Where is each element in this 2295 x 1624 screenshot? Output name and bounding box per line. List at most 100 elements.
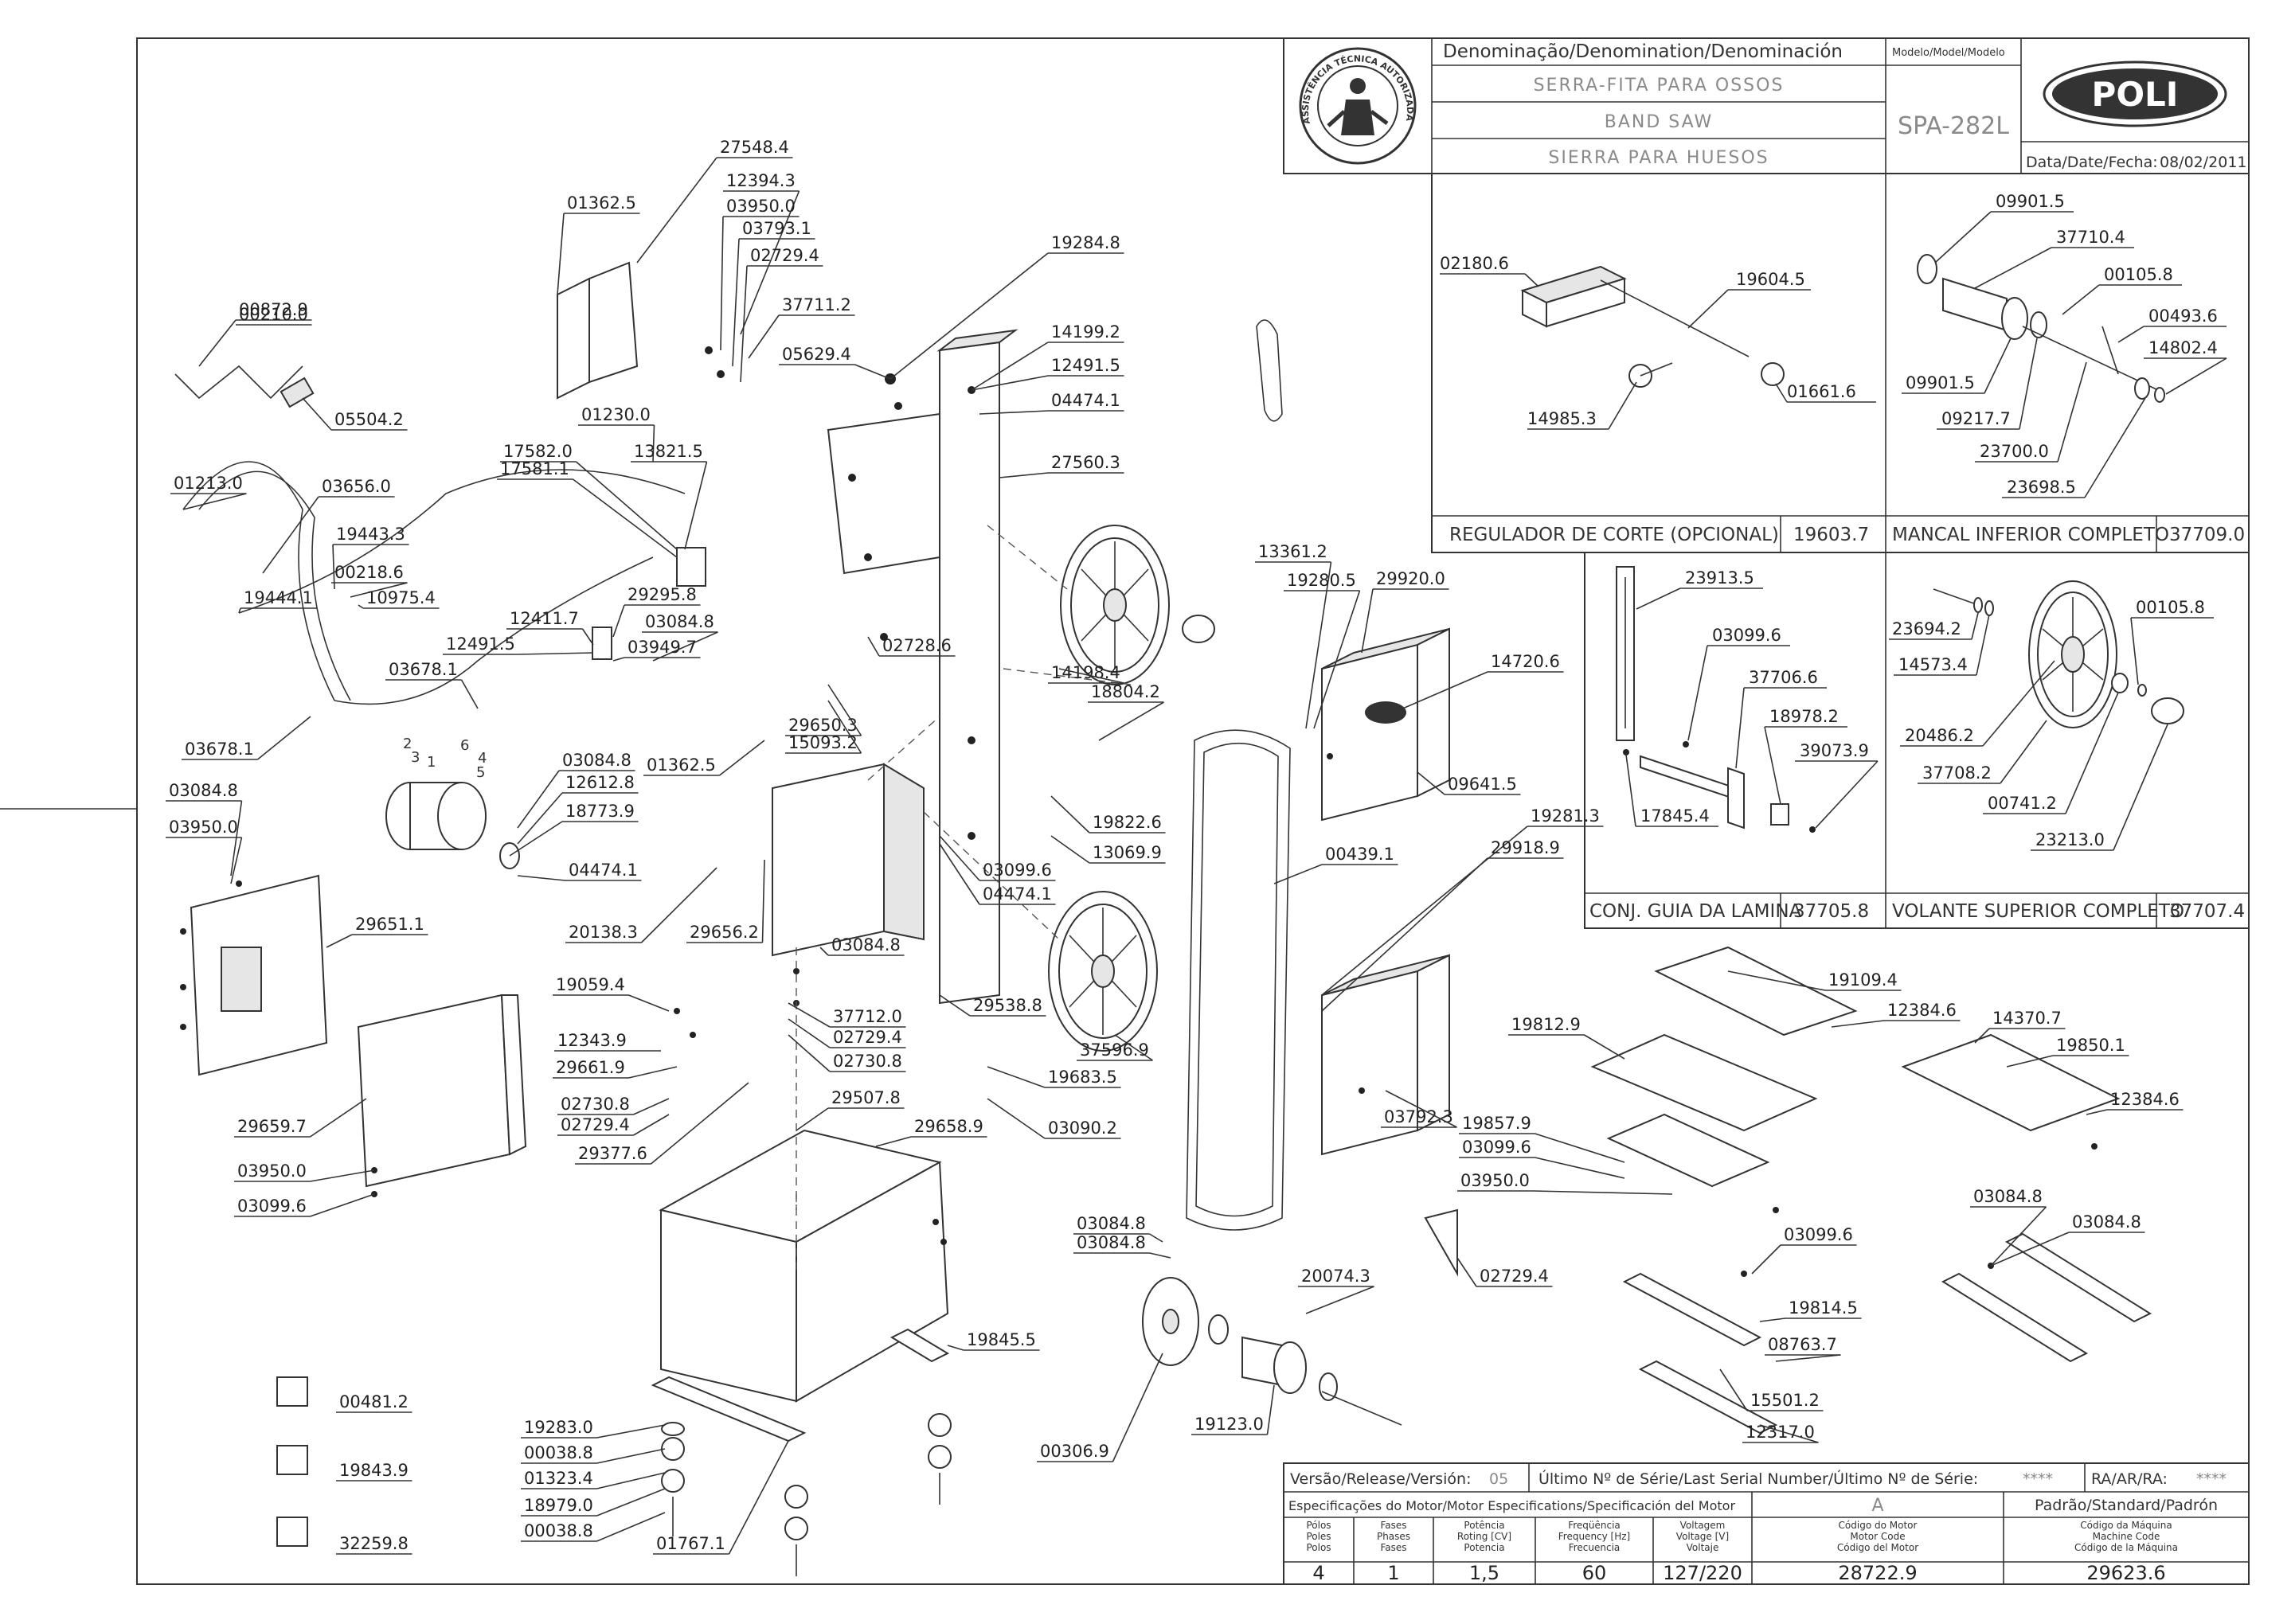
wire-number: 1 <box>427 754 436 771</box>
part-label: 29659.7 <box>237 1117 307 1136</box>
inset-code-volante: 37707.4 <box>2169 901 2245 922</box>
blade-guide-drawing <box>1616 566 1816 833</box>
spec-header: Pólos <box>1306 1520 1331 1531</box>
leader-line <box>262 496 319 574</box>
leader-line <box>1385 1090 1457 1128</box>
leader-line <box>788 1002 831 1028</box>
wire-number: 5 <box>476 764 485 781</box>
part-label: 00741.2 <box>1988 794 2057 813</box>
leader-line <box>1112 1353 1163 1462</box>
spec-value: 4 <box>1312 1562 1324 1584</box>
leader-line <box>636 157 717 264</box>
part-label: 32259.8 <box>339 1534 409 1553</box>
part-label: 14199.2 <box>1051 322 1120 342</box>
leader-line <box>740 265 748 383</box>
leader-line <box>633 1098 670 1115</box>
leader-line <box>2086 1109 2108 1115</box>
part-label: 19123.0 <box>1194 1415 1264 1434</box>
part-label: 03099.6 <box>1712 626 1781 645</box>
part-label: 10975.4 <box>366 588 436 607</box>
part-label: 00218.6 <box>334 563 404 582</box>
wire-number: 6 <box>460 737 469 754</box>
part-label: 23913.5 <box>1685 568 1754 588</box>
leader-line <box>230 837 243 884</box>
leader-line <box>1305 1286 1374 1314</box>
part-label: 13361.2 <box>1258 542 1327 561</box>
feet-stack <box>661 1413 952 1576</box>
part-label: 02729.4 <box>561 1115 630 1134</box>
leader-line <box>819 947 829 956</box>
brand-name: POLI <box>2092 75 2179 114</box>
spec-header: Voltage [V] <box>1676 1531 1729 1542</box>
part-label: 19857.9 <box>1462 1114 1531 1133</box>
part-label: 03678.1 <box>389 660 458 679</box>
leader-line <box>1533 1190 1673 1195</box>
part-label-layer: 27548.401362.512394.303950.003793.102729… <box>166 138 2184 1555</box>
leader-line <box>1149 1233 1163 1243</box>
date-value: 08/02/2011 <box>2160 154 2247 171</box>
part-label: 00481.2 <box>339 1392 409 1411</box>
leader-line <box>575 461 678 550</box>
leader-line <box>596 1424 666 1439</box>
part-label: 19843.9 <box>339 1461 409 1480</box>
part-label: 01230.0 <box>581 405 651 424</box>
leader-line <box>1727 970 1826 991</box>
part-label: 27548.4 <box>720 138 789 157</box>
part-label: 04474.1 <box>1051 391 1120 410</box>
spec-header: Código del Motor <box>1837 1542 1918 1553</box>
leader-line <box>596 1472 666 1489</box>
part-label: 00306.9 <box>1040 1442 1109 1461</box>
leader-line <box>573 478 678 558</box>
leader-line <box>517 792 563 845</box>
inset-code-mancal: 37709.0 <box>2169 525 2245 545</box>
motor-spec-value: A <box>1871 1496 1883 1516</box>
product-name-en: BAND SAW <box>1605 112 1714 132</box>
part-label: 12394.3 <box>726 171 796 190</box>
leader-line <box>1759 1318 1786 1322</box>
spec-header: Código de la Máquina <box>2074 1542 2178 1553</box>
part-label: 29920.0 <box>1376 569 1445 588</box>
leader-line <box>326 934 353 948</box>
part-label: 01213.0 <box>174 474 243 493</box>
leader-line <box>596 1512 666 1542</box>
part-label: 05629.4 <box>782 345 851 364</box>
leader-line <box>1058 668 1124 684</box>
part-label: 29650.3 <box>788 716 858 735</box>
serial-value: **** <box>2023 1470 2053 1488</box>
part-label: 17582.0 <box>503 442 573 461</box>
part-label: 18979.0 <box>524 1496 593 1515</box>
leader-line <box>971 375 1049 391</box>
leader-line <box>1456 1257 1477 1287</box>
leader-line <box>1305 561 1332 729</box>
leader-line <box>761 859 765 943</box>
leader-line <box>728 1440 789 1555</box>
leader-line <box>788 1018 831 1048</box>
part-label: 15093.2 <box>788 733 858 752</box>
spec-header: Frecuencia <box>1569 1542 1621 1553</box>
spec-header: Polos <box>1306 1542 1331 1553</box>
leader-line <box>748 314 780 359</box>
leader-line <box>517 875 566 881</box>
leader-line <box>939 843 980 905</box>
leader-line <box>358 604 364 609</box>
part-label: 39073.9 <box>1800 741 1869 760</box>
leader-line <box>740 190 800 335</box>
leader-line <box>2006 1055 2054 1068</box>
part-label: 12491.5 <box>1051 356 1120 375</box>
part-label: 19683.5 <box>1048 1068 1117 1087</box>
leader-line <box>827 700 862 754</box>
wire-number: 2 <box>403 736 412 752</box>
leader-line <box>867 636 880 657</box>
part-label: 09901.5 <box>1906 373 1975 392</box>
leader-line <box>1990 1206 2047 1267</box>
part-label: 01767.1 <box>656 1534 725 1553</box>
leader-line <box>310 1169 375 1182</box>
part-label: 01661.6 <box>1787 382 1856 401</box>
part-label: 03950.0 <box>237 1161 307 1181</box>
leader-line <box>1361 588 1374 654</box>
part-label: 15501.2 <box>1750 1391 1820 1410</box>
part-label: 14985.3 <box>1527 409 1597 428</box>
inset-panels: REGULADOR DE CORTE (OPCIONAL) 19603.7 MA… <box>1431 173 2250 929</box>
part-label: 14370.7 <box>1992 1009 2062 1028</box>
part-label: 23213.0 <box>2035 830 2105 849</box>
